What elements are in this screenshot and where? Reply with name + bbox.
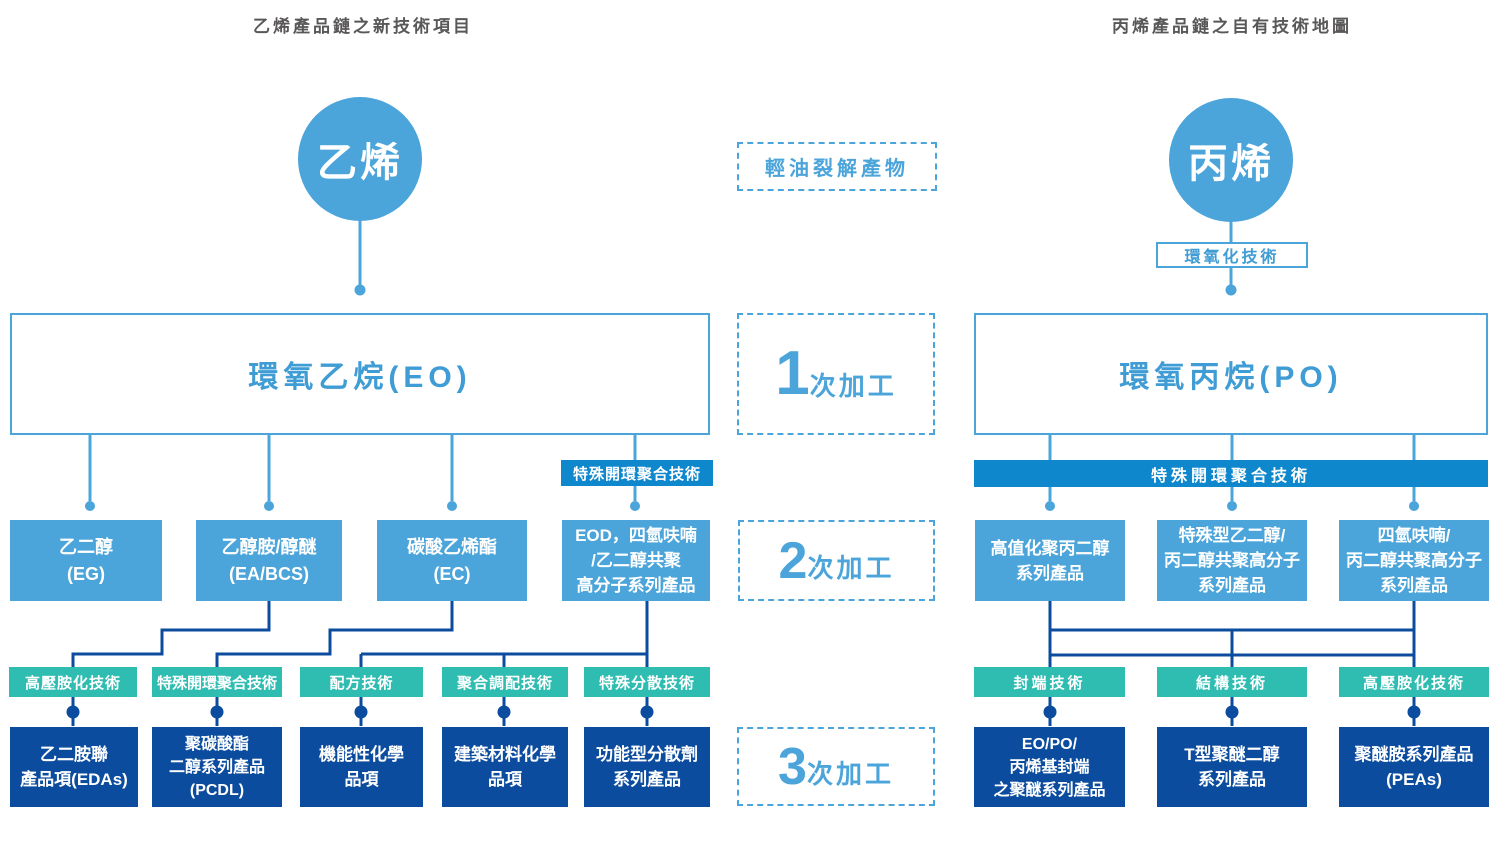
stage-number: 2 [778,531,808,590]
node-dot [210,705,224,719]
eo-drop-lines [85,435,640,511]
stage-number: 3 [778,737,807,796]
stage-1-label: 1 次加工 [737,313,935,435]
ring-opening-tech-bar-right: 特殊開環聚合技術 [974,460,1488,487]
stage-2-label: 2 次加工 [738,520,935,601]
node-dot [1225,284,1237,296]
tech-label-high-pressure-amination-right: 高壓胺化技術 [1339,667,1489,697]
functional-chemicals-box: 機能性化學 品項 [300,727,423,807]
eg-box: 乙二醇 (EG) [10,520,162,601]
node-dot [497,705,511,719]
source-stems [354,221,1237,296]
epoxidation-tech-label: 環氧化技術 [1156,242,1308,268]
stage-suffix: 次加工 [806,759,894,789]
tech-label-formulation: 配方技術 [300,667,423,697]
pcdl-box: 聚碳酸酯 二醇系列產品 (PCDL) [152,727,282,807]
node-dot [354,705,368,719]
tech-label-structure: 結構技術 [1157,667,1307,697]
thf-pg-copolymer-box: 四氫呋喃/ 丙二醇共聚高分子 系列產品 [1339,520,1489,601]
ethylene-circle: 乙烯 [298,97,422,221]
node-dot [630,501,640,511]
node-dot [1409,501,1419,511]
node-dot [1045,501,1055,511]
node-dot [1043,705,1057,719]
stage-3-label: 3 次加工 [737,727,935,806]
tech-label-high-pressure-amination: 高壓胺化技術 [9,667,137,697]
edas-box: 乙二胺聯 產品項(EDAs) [10,727,138,807]
node-dot [264,501,274,511]
ring-opening-tech-label-left: 特殊開環聚合技術 [561,460,713,486]
capped-polyether-box: EO/PO/ 丙烯基封端 之聚醚系列產品 [974,727,1125,807]
node-dot [1227,501,1237,511]
connector-line [215,601,454,667]
eod-thf-box: EOD，四氫呋喃 /乙二醇共聚 高分子系列產品 [562,520,710,601]
eo-box: 環氧乙烷(EO) [10,313,710,435]
right-chain-title: 丙烯產品鏈之自有技術地圖 [1112,17,1352,36]
node-dot [640,705,654,719]
t-type-polyether-diol-box: T型聚醚二醇 系列產品 [1157,727,1307,807]
connector-line [71,601,271,667]
light-oil-cracking-label: 輕油裂解產物 [737,142,937,191]
tech-label-ring-opening: 特殊開環聚合技術 [152,667,282,697]
left-tech-connectors [71,601,649,667]
high-value-ppg-box: 高值化聚丙二醇 系列產品 [975,520,1125,601]
node-dot [66,705,80,719]
peas-box: 聚醚胺系列產品 (PEAs) [1339,727,1489,807]
propylene-circle: 丙烯 [1169,98,1293,222]
tech-label-polymer-blending: 聚合調配技術 [442,667,568,697]
stage-suffix: 次加工 [809,370,897,401]
node-dot [1407,705,1421,719]
node-dot [354,284,366,296]
tertiary-stems [66,697,1421,726]
special-eg-pg-copolymer-box: 特殊型乙二醇/ 丙二醇共聚高分子 系列產品 [1157,520,1307,601]
functional-dispersant-box: 功能型分散劑 系列產品 [584,727,710,807]
ec-box: 碳酸乙烯酯 (EC) [377,520,527,601]
node-dot [1225,705,1239,719]
ea-bcs-box: 乙醇胺/醇醚 (EA/BCS) [196,520,342,601]
tech-label-end-capping: 封端技術 [974,667,1125,697]
stage-suffix: 次加工 [807,553,895,583]
right-tech-connectors [1048,601,1416,667]
node-dot [85,501,95,511]
po-box: 環氧丙烷(PO) [974,313,1488,435]
construction-chemicals-box: 建築材料化學 品項 [442,727,568,807]
left-chain-title: 乙烯產品鏈之新技術項目 [253,17,473,36]
tech-label-special-dispersion: 特殊分散技術 [584,667,710,697]
node-dot [447,501,457,511]
stage-number: 1 [775,339,810,408]
